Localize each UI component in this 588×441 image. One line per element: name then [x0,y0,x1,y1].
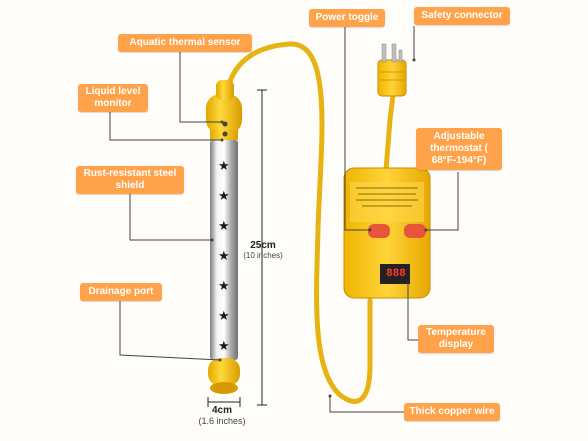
label-aquatic-sensor: Aquatic thermal sensor [118,34,252,52]
svg-text:★: ★ [218,249,230,264]
label-power-toggle: Power toggle [309,9,385,27]
dimension-length-in: (10 inches) [243,251,283,260]
dimension-width: 4cm (1.6 inches) [186,405,258,426]
svg-text:★: ★ [218,219,230,234]
label-drainage-port: Drainage port [80,283,162,301]
svg-text:★: ★ [218,309,230,324]
svg-text:★: ★ [218,279,230,294]
thermostat-button [404,224,426,238]
label-safety-connector: Safety connector [414,7,510,25]
dimension-width-cm: 4cm [211,405,232,416]
dimension-width-in: (1.6 inches) [198,416,246,426]
dimension-length-cm: 25cm [250,240,276,251]
plug [377,43,407,97]
dimension-lines [207,89,267,407]
label-copper-wire: Thick copper wire [404,403,500,421]
heater-stars: ★ ★ ★ ★ ★ ★ ★ [218,159,230,354]
svg-text:★: ★ [218,339,230,354]
label-liquid-level: Liquid level monitor [78,84,148,112]
temperature-display-screen [380,264,410,284]
leader-lines [109,24,459,413]
controller-box [343,167,431,299]
heater [206,80,242,394]
plug-cable [383,92,396,173]
label-adjustable-thermostat: Adjustable thermostat ( 68°F-194°F) [416,128,502,170]
temperature-readout: 888 [386,268,406,280]
power-cable [225,41,373,404]
power-toggle-button [368,224,390,238]
label-rust-shield: Rust-resistant steel shield [76,166,184,194]
dimension-length: 25cm (10 inches) [238,240,288,260]
svg-text:★: ★ [218,159,230,174]
leader-dots [210,58,428,398]
svg-text:★: ★ [218,189,230,204]
label-temperature-display: Temperature display [418,325,494,353]
